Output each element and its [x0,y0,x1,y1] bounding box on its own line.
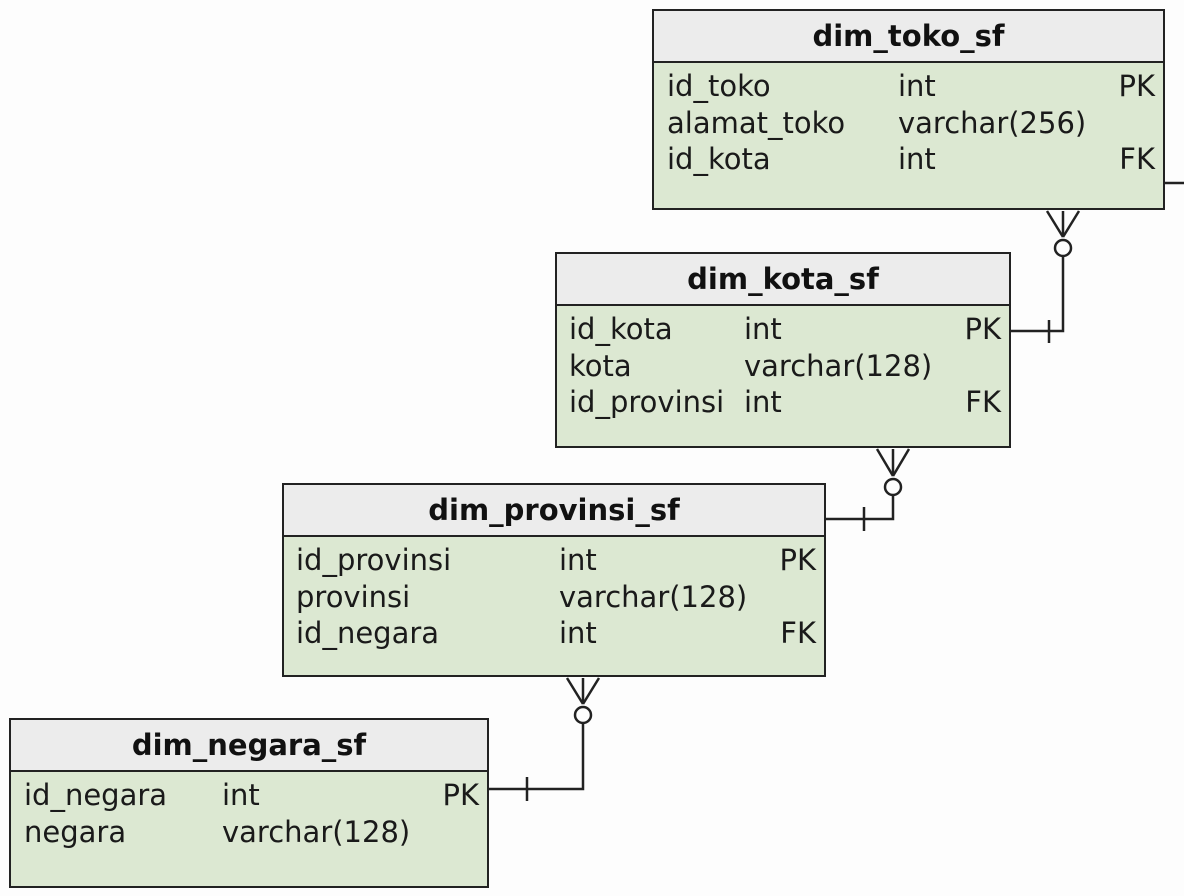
crows-foot-right-prong [1061,210,1081,238]
column-name: id_kota [569,312,673,346]
crows-foot-left-prong [875,448,895,477]
column-row: id_kota int FK [654,141,1163,178]
entity-columns: id_negara int PK negara varchar(128) [11,772,487,850]
column-type: varchar(128) [744,348,933,383]
entity-title: dim_negara_sf [11,720,487,772]
entity-dim-negara-sf[interactable]: dim_negara_sf id_negara int PK negara va… [9,718,489,888]
primary-key-marker: PK [779,543,816,577]
zero-optionality-circle [883,477,903,497]
entity-title: dim_provinsi_sf [284,485,824,537]
entity-columns: id_kota int PK kota varchar(128) id_prov… [557,306,1009,421]
column-row: negara varchar(128) [11,814,487,851]
column-row: provinsi varchar(128) [284,579,824,616]
relationship-provinsi-negara [489,677,601,801]
column-type: int [559,616,597,650]
entity-columns: id_toko int PK alamat_toko varchar(256) … [654,63,1163,178]
column-type: int [898,69,936,103]
crows-foot-left-prong [1045,210,1065,238]
column-row: id_negara int FK [284,615,824,652]
column-name: id_provinsi [569,385,725,419]
column-type: int [744,385,782,419]
column-type: varchar(128) [222,814,411,849]
entity-title: dim_kota_sf [557,254,1009,306]
crows-foot-left-prong [565,677,585,705]
column-type: int [744,312,782,346]
relationship-line [826,495,895,521]
column-name: alamat_toko [667,105,846,140]
column-row: id_provinsi int PK [284,542,824,579]
entity-dim-toko-sf[interactable]: dim_toko_sf id_toko int PK alamat_toko v… [652,9,1165,210]
foreign-key-marker: FK [1119,142,1155,176]
foreign-key-marker: FK [780,616,816,650]
crows-foot-right-prong [891,448,911,477]
primary-key-marker: PK [1118,69,1155,103]
column-name: id_negara [24,778,168,812]
primary-key-marker: PK [442,778,479,812]
zero-optionality-circle [1053,238,1073,258]
relationship-line [489,723,585,791]
column-type: int [559,543,597,577]
column-type: int [898,142,936,176]
column-name: id_kota [667,142,771,176]
column-row: alamat_toko varchar(256) [654,105,1163,142]
column-type: varchar(128) [559,579,748,614]
crows-foot-right-prong [581,677,601,705]
column-row: id_negara int PK [11,777,487,814]
column-name: provinsi [296,579,411,614]
column-row: id_kota int PK [557,311,1009,348]
primary-key-marker: PK [964,312,1001,346]
relationship-toko-kota [1011,210,1081,343]
entity-title: dim_toko_sf [654,11,1163,63]
column-name: negara [24,814,127,849]
zero-optionality-circle [573,705,593,725]
column-type: varchar(256) [898,105,1087,140]
foreign-key-marker: FK [965,385,1001,419]
entity-dim-provinsi-sf[interactable]: dim_provinsi_sf id_provinsi int PK provi… [282,483,826,677]
entity-columns: id_provinsi int PK provinsi varchar(128)… [284,537,824,652]
entity-dim-kota-sf[interactable]: dim_kota_sf id_kota int PK kota varchar(… [555,252,1011,448]
column-name: id_toko [667,69,771,103]
relationship-kota-provinsi [826,448,911,531]
column-row: id_provinsi int FK [557,384,1009,421]
relationship-line [1011,256,1065,333]
column-name: kota [569,348,632,383]
column-type: int [222,778,260,812]
column-row: kota varchar(128) [557,348,1009,385]
column-row: id_toko int PK [654,68,1163,105]
column-name: id_provinsi [296,543,452,577]
column-name: id_negara [296,616,440,650]
